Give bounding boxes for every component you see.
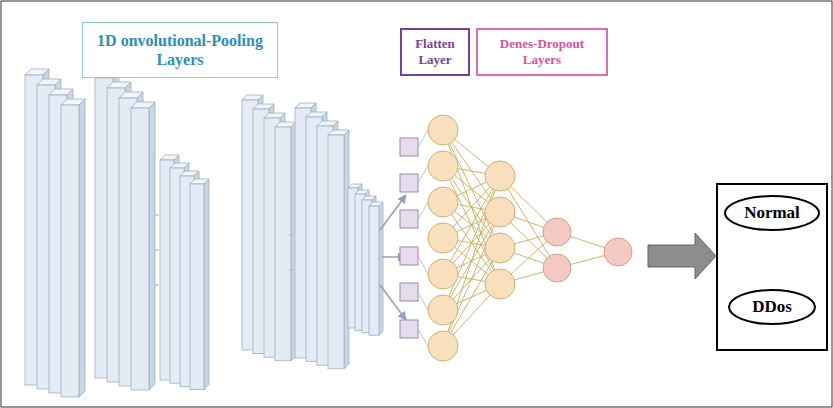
layer-heading: 1D onvolutional-Pooling Layers bbox=[89, 31, 271, 69]
layer-heading: Denes-Dropout Layers bbox=[484, 36, 600, 67]
class-label: DDos bbox=[752, 297, 792, 317]
layer-heading-box: 1D onvolutional-Pooling Layers bbox=[82, 22, 278, 78]
output-box: NormalDDos bbox=[716, 183, 828, 351]
dense-network bbox=[418, 115, 632, 361]
output-arrow bbox=[648, 233, 716, 279]
flatten-squares bbox=[400, 138, 418, 338]
class-label: Normal bbox=[744, 203, 800, 223]
class-ellipse: DDos bbox=[728, 289, 816, 325]
layer-heading-box: Flatten Layer bbox=[400, 28, 470, 76]
layer-heading-box: Denes-Dropout Layers bbox=[476, 28, 608, 76]
conv-pool-bars bbox=[25, 69, 383, 397]
layer-heading: Flatten Layer bbox=[408, 36, 462, 67]
class-ellipse: Normal bbox=[724, 195, 820, 231]
